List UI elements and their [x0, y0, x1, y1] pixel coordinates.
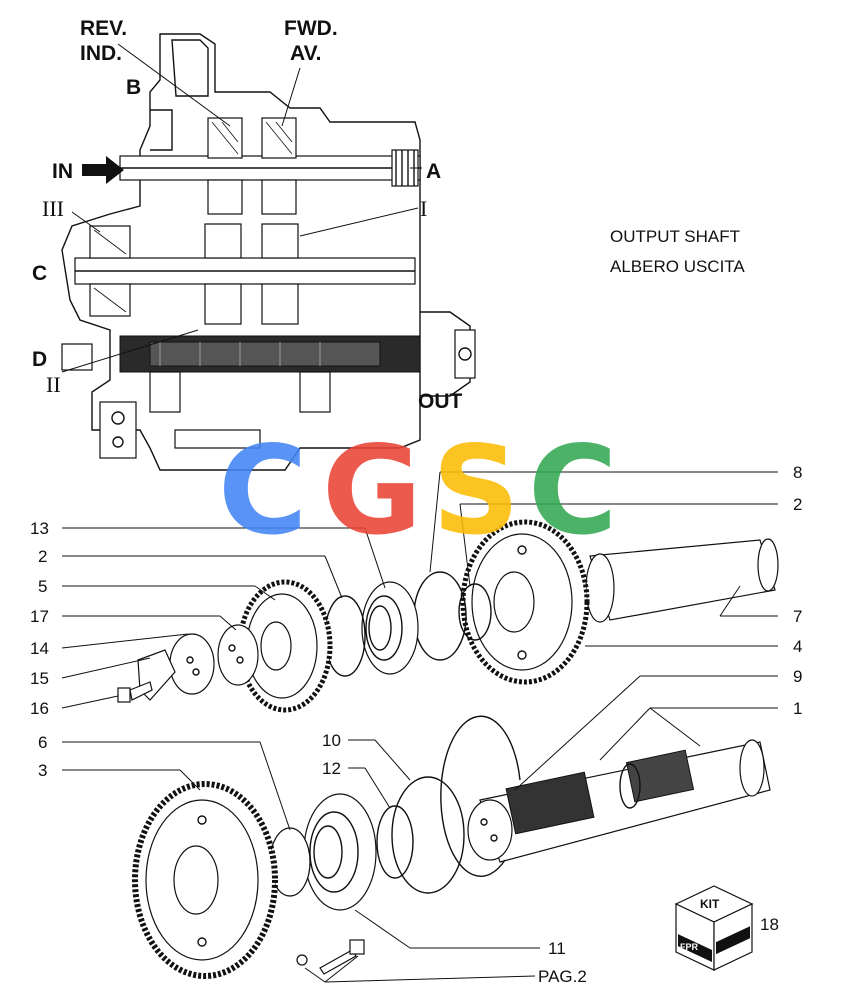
part-10-ring — [391, 776, 465, 894]
part-12-ring — [376, 805, 414, 879]
label-d: D — [32, 348, 47, 371]
callout-14: 14 — [30, 639, 49, 658]
label-roman-i: I — [420, 196, 427, 221]
page-reference: PAG.2 — [538, 967, 587, 986]
gearbox-cross-section — [61, 33, 476, 471]
watermark-letter-c1: C — [218, 420, 308, 562]
part-4-gear — [460, 519, 590, 685]
cgsc-watermark: C G S C — [218, 420, 618, 562]
kit-brand-logo: FPR — [680, 942, 699, 952]
part-2-snap-ring-right — [458, 583, 492, 641]
label-roman-ii: II — [46, 372, 61, 397]
kit-box-icon — [674, 885, 754, 971]
label-roman-iii: III — [42, 196, 64, 221]
callout-16: 16 — [30, 699, 49, 718]
part-14-plate — [169, 633, 215, 695]
callout-4: 4 — [793, 637, 802, 656]
callout-7: 7 — [793, 607, 802, 626]
callout-11: 11 — [548, 939, 566, 958]
callout-15: 15 — [30, 669, 49, 688]
label-fwd: FWD. — [284, 17, 338, 40]
part-13-bearing — [361, 581, 419, 675]
label-out: OUT — [418, 390, 463, 413]
label-in: IN — [52, 160, 73, 183]
diagram-title-it: ALBERO USCITA — [610, 257, 745, 276]
part-3-gear — [132, 781, 278, 979]
callout-9: 9 — [793, 667, 802, 686]
kit-label: KIT — [700, 897, 720, 911]
callout-12: 12 — [322, 759, 341, 778]
label-rev: REV. — [80, 17, 127, 40]
watermark-letter-c2: C — [528, 420, 618, 562]
label-av: AV. — [290, 42, 322, 65]
label-c: C — [32, 262, 47, 285]
callout-8: 8 — [793, 463, 802, 482]
part-17-disc — [217, 624, 259, 686]
callout-17: 17 — [30, 607, 49, 626]
callout-leaders — [61, 471, 778, 983]
label-a: A — [426, 160, 441, 183]
callout-1: 1 — [793, 699, 802, 718]
watermark-letter-s: S — [432, 420, 520, 562]
part-8-ring — [413, 571, 467, 661]
bolt-and-nut — [296, 939, 365, 975]
callout-6: 6 — [38, 733, 47, 752]
part-5-gear — [237, 579, 333, 713]
part-2-ring-left — [324, 595, 366, 677]
input-arrow-icon — [82, 156, 124, 184]
callout-2-left: 2 — [38, 547, 47, 566]
label-ind: IND. — [80, 42, 122, 65]
callout-2-right: 2 — [793, 495, 802, 514]
part-9-snap-ring — [440, 715, 521, 877]
diagram-title-en: OUTPUT SHAFT — [610, 227, 740, 246]
callout-10: 10 — [322, 731, 341, 750]
part-16-bolt — [117, 681, 153, 703]
callout-5: 5 — [38, 577, 47, 596]
part-1-output-shaft — [467, 739, 771, 863]
watermark-letter-g: G — [322, 420, 422, 562]
part-7-shaft — [585, 538, 779, 623]
callout-3: 3 — [38, 761, 47, 780]
part-11-bearing — [303, 793, 377, 911]
callout-13: 13 — [30, 519, 49, 538]
exploded-parts — [117, 519, 779, 979]
callout-18: 18 — [760, 915, 779, 934]
label-b: B — [126, 76, 141, 99]
